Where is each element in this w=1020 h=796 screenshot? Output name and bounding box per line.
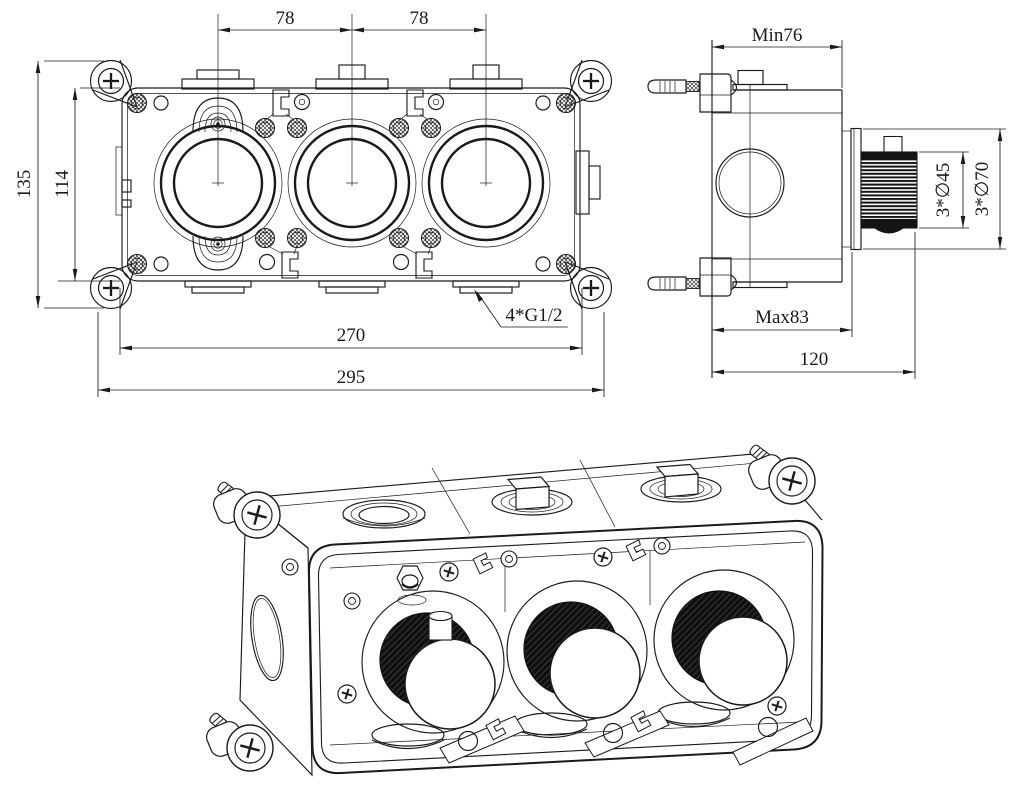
dim-78-right: 78 — [352, 8, 486, 33]
pilot-hole — [535, 256, 551, 272]
box-left-face — [239, 496, 313, 777]
interior-fittings-top — [281, 537, 671, 610]
knurled-knob-side — [860, 151, 918, 229]
dim-120-label: 120 — [800, 349, 829, 370]
bottom-port-3 — [452, 280, 520, 294]
top-port-capped-middle — [491, 476, 573, 516]
screw-icon — [127, 93, 147, 113]
phillips-screw-icon — [577, 67, 605, 95]
dim-dia45: 3*∅45 — [919, 151, 969, 229]
dim-114: 114 — [52, 87, 120, 282]
pilot-hole — [153, 256, 169, 272]
bottom-port-1 — [184, 280, 252, 294]
dim-270-label: 270 — [337, 325, 366, 346]
wall-bracket-bottom — [647, 257, 738, 297]
washer-icon — [343, 592, 361, 610]
knob-2 — [506, 580, 648, 722]
ear-top-right — [747, 443, 816, 505]
knob-1 — [361, 590, 505, 734]
hex-fitting-icon — [396, 565, 424, 591]
dim-114-label: 114 — [52, 170, 73, 198]
screw-icon — [556, 254, 576, 274]
screw-icon — [127, 254, 147, 274]
thread-callout-label: 4*G1/2 — [506, 305, 563, 326]
trim-flange-and-knob — [842, 127, 918, 251]
dim-dia45-label: 3*∅45 — [933, 163, 954, 218]
dim-min76: Min76 — [712, 25, 843, 88]
pilot-hole — [153, 95, 169, 111]
knob-3 — [653, 569, 795, 711]
dim-295: 295 — [97, 312, 605, 397]
wall-bracket-top — [647, 73, 738, 113]
bottom-port-2 — [318, 280, 386, 294]
valve-cartridge-2 — [287, 14, 417, 248]
valve-cartridge-1 — [153, 14, 283, 248]
right-side-port-edge — [575, 150, 601, 215]
phillips-screw-icon — [337, 684, 357, 704]
dim-78-left: 78 — [218, 8, 352, 33]
phillips-screw-icon — [767, 696, 787, 716]
left-face-port — [250, 594, 284, 682]
dim-295-label: 295 — [337, 367, 366, 388]
washer-icon — [281, 558, 299, 576]
valve-cartridge-3 — [421, 14, 551, 248]
perspective-view — [206, 443, 824, 777]
dim-135-label: 135 — [14, 170, 35, 199]
dim-dia70: 3*∅70 — [863, 128, 1006, 250]
dim-135: 135 — [14, 60, 104, 309]
valve-body-outline — [121, 87, 581, 282]
ear-top-left — [213, 480, 281, 539]
knob-stem — [883, 135, 903, 153]
dim-dia70-label: 3*∅70 — [972, 162, 993, 217]
top-port-capped-right — [640, 463, 722, 503]
phillips-screw-icon — [593, 547, 613, 567]
ear-bottom-left — [206, 711, 274, 772]
washer-icon — [653, 537, 671, 555]
callout-thread: 4*G1/2 — [474, 289, 568, 328]
phillips-screw-icon — [439, 562, 459, 582]
bottom-brackets — [337, 684, 814, 766]
phillips-screw-icon — [97, 67, 125, 95]
retaining-clips-and-screws — [255, 89, 445, 279]
square-cap-front — [515, 485, 550, 511]
wall-anchor-icon — [647, 276, 687, 291]
screw-icon — [556, 93, 576, 113]
dim-270: 270 — [119, 288, 583, 355]
front-view: 78 78 135 114 270 295 4*G1/2 — [14, 8, 613, 397]
dim-78-left-label: 78 — [276, 8, 295, 29]
left-side-port-edge — [115, 146, 132, 216]
side-view: Min76 3*∅45 3*∅70 Max83 120 — [647, 25, 1006, 379]
top-port-open — [342, 499, 426, 529]
dim-78-right-label: 78 — [410, 8, 429, 29]
valve-body-inner-outline — [127, 93, 575, 276]
dim-min76-label: Min76 — [752, 25, 803, 46]
front-frame-outer — [307, 519, 824, 775]
washer-icon — [500, 550, 518, 568]
pilot-hole — [535, 95, 551, 111]
square-cap-front — [664, 473, 699, 498]
side-body — [712, 69, 843, 289]
dim-max83-label: Max83 — [755, 307, 809, 328]
dim-120: 120 — [712, 232, 916, 379]
dim-max83: Max83 — [712, 252, 853, 337]
wall-anchor-icon — [647, 79, 687, 94]
